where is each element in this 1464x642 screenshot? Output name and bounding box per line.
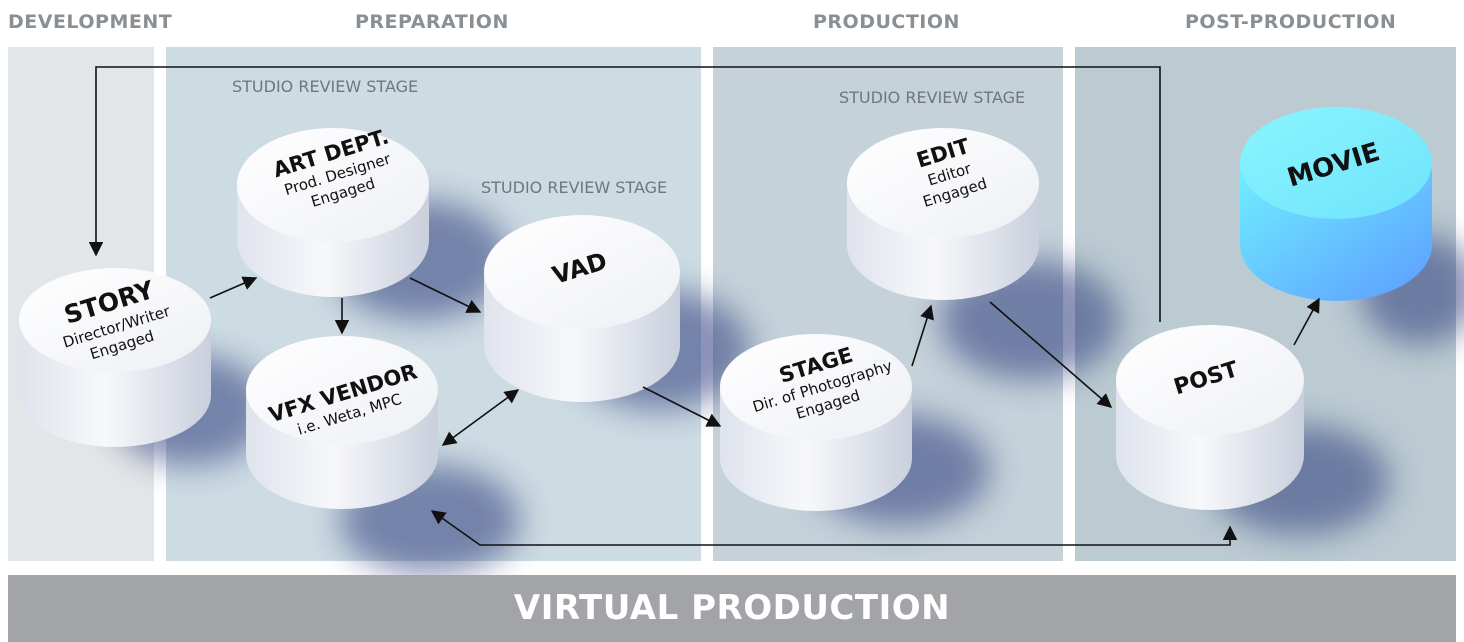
arrow-bottom-loop xyxy=(430,510,1238,546)
phase-title-development: DEVELOPMENT xyxy=(8,11,173,33)
node-vfx-vendor xyxy=(246,336,438,509)
node-edit xyxy=(847,128,1039,300)
review-stage-label: STUDIO REVIEW STAGE xyxy=(481,178,668,197)
node-post xyxy=(1116,325,1304,510)
arrow-post-to-story xyxy=(88,66,1161,322)
node-art-dept xyxy=(237,128,429,297)
node-vad xyxy=(484,215,680,402)
arrow-art-to-vad xyxy=(409,277,482,313)
review-stage-label: STUDIO REVIEW STAGE xyxy=(839,88,1026,107)
node-movie xyxy=(1240,107,1432,301)
phase-title-production: PRODUCTION xyxy=(813,11,960,33)
node-stage xyxy=(720,334,912,511)
connectors xyxy=(88,66,1320,546)
arrow-edit-to-post xyxy=(989,301,1113,408)
arrow-vad-to-stage xyxy=(642,386,722,427)
arrow-vfx-vad xyxy=(441,389,520,446)
arrow-story-to-art xyxy=(209,276,258,299)
arrow-stage-to-edit xyxy=(911,304,934,367)
virtual-production-banner: VIRTUAL PRODUCTION xyxy=(8,575,1456,642)
review-stage-label: STUDIO REVIEW STAGE xyxy=(232,77,419,96)
phase-title-post-production: POST-PRODUCTION xyxy=(1185,11,1397,33)
node-story xyxy=(19,268,211,447)
phase-title-preparation: PREPARATION xyxy=(355,11,509,33)
arrow-post-to-movie xyxy=(1293,297,1320,346)
